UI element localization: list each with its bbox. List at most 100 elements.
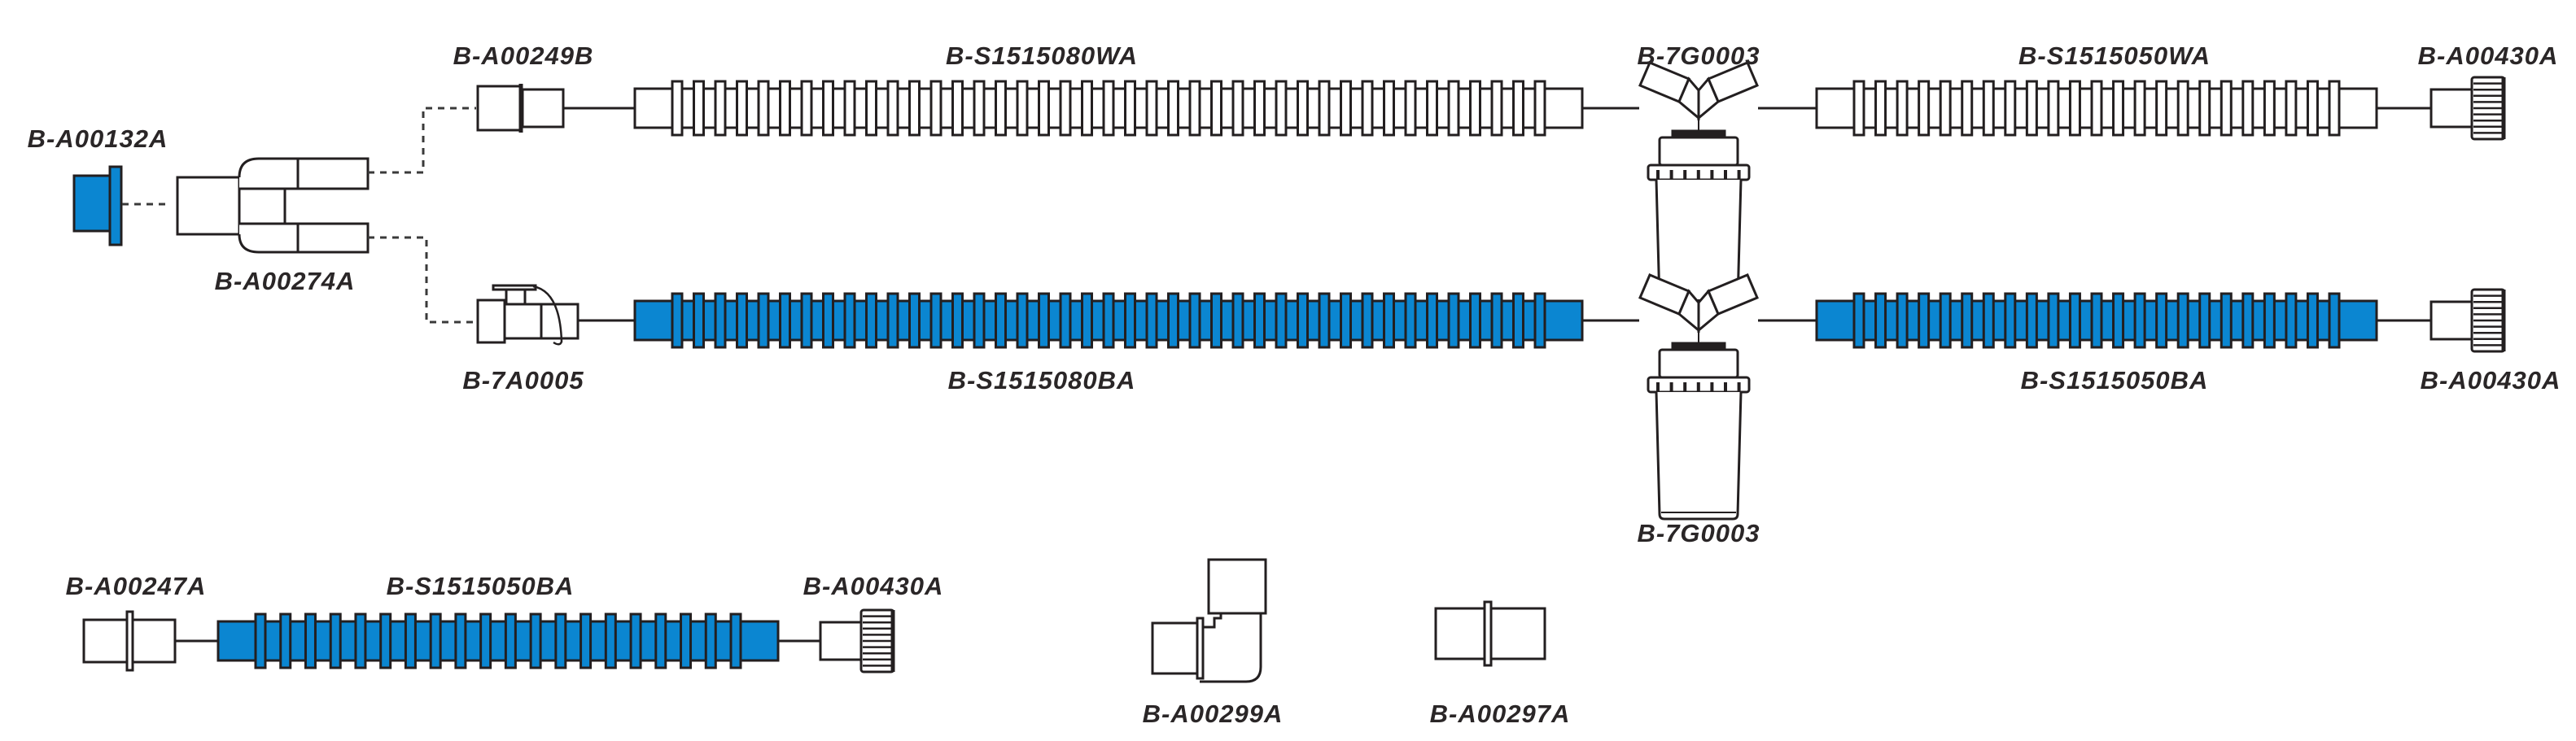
tube-rib [779,80,791,137]
tube-rib [1426,80,1438,137]
tube-rib [973,80,986,137]
tube-rib [1231,80,1244,137]
tube-rib [1081,80,1093,137]
tube-rib [529,612,542,669]
tube-rib [1982,80,1995,137]
label-loose-tube: B-S1515050BA [386,572,575,600]
tube-rib [1188,292,1201,349]
tube-rib [822,292,834,349]
tube-rib [1512,80,1524,137]
tube-rib [2112,80,2125,137]
tube-rib [1490,80,1503,137]
tube-rib [454,612,467,669]
tube-rib [1275,292,1288,349]
bottom-end-connector [2429,288,2506,353]
catheter-mount-cap [72,165,123,246]
tube-rib [2220,292,2233,349]
tube-rib [693,80,705,137]
tube-rib [1038,80,1050,137]
tube-rib [1340,292,1352,349]
tube-rib [1383,80,1395,137]
tube-body [216,620,780,662]
tube-rib [1210,80,1222,137]
label-bottom-short-tube: B-S1515050BA [2020,366,2209,394]
tube-rib [1361,292,1374,349]
label-top-short-tube: B-S1515050WA [2018,41,2211,70]
tube-rib [1469,80,1481,137]
tube-rib [995,292,1007,349]
tube-rib [379,612,392,669]
tube-rib [693,292,705,349]
label-y-piece: B-A00274A [214,267,356,295]
tube-rib [680,612,693,669]
tube-rib [1016,80,1029,137]
cap-flange [108,165,123,246]
label-bottom-long-tube: B-S1515080BA [947,366,1136,394]
tube-rib [604,612,617,669]
tube-rib [629,612,642,669]
elbow-connector [1151,558,1267,683]
tube-rib [1404,292,1417,349]
tube-rib [579,612,593,669]
tube-rib [1102,292,1115,349]
tube-rib [2068,80,2081,137]
adapter-small [521,88,565,129]
tube-rib [822,80,834,137]
tube-rib [1124,80,1136,137]
tube-rib [1961,292,1974,349]
tube-rib [1297,292,1309,349]
label-bottom-water-trap: B-7G0003 [1637,519,1760,547]
tube-rib [329,612,342,669]
tube-rib [886,292,899,349]
label-straight-connector: B-A00297A [1429,700,1571,728]
tube-rib [843,292,856,349]
bottom-long-tube [633,292,1584,349]
tube-rib [1231,292,1244,349]
connector-stem [819,621,863,661]
tube-rib [1874,292,1887,349]
tube-rib [1939,80,1952,137]
tube-rib [671,292,684,349]
trap-neck [1671,342,1726,351]
tube-rib [1124,292,1136,349]
adapter-right [129,618,177,664]
tube-rib [429,612,442,669]
dotted-link-bottom [368,236,476,324]
loose-adapter [82,610,177,672]
tube-rib [1275,80,1288,137]
tube-rib [1188,80,1201,137]
tube-rib [800,292,813,349]
tube-rib [1102,80,1115,137]
tube-rib [2047,80,2060,137]
tube-rib [1145,292,1158,349]
tube-rib [2241,80,2255,137]
tube-rib [2176,292,2189,349]
elbow-body [1200,612,1262,683]
label-top-long-tube: B-S1515080WA [945,41,1139,70]
tube-rib [951,292,964,349]
trap-jar [1655,391,1743,521]
tube-rib [1447,80,1460,137]
tube-rib [1059,292,1072,349]
connector-stem [2429,300,2473,341]
tube-rib [354,612,367,669]
tube-rib [2112,292,2125,349]
tube-rib [704,612,717,669]
y-piece [176,157,370,254]
tube-rib [2285,80,2298,137]
tube-rib [279,612,292,669]
tube-rib [1297,80,1309,137]
cap-body [72,174,112,233]
tube-rib [1210,292,1222,349]
label-loose-adapter: B-A00247A [65,572,207,600]
tube-rib [654,612,667,669]
valve-adapter [476,284,579,346]
tube-rib [2047,292,2060,349]
tube-rib [2263,80,2276,137]
tube-rib [2220,80,2233,137]
tube-rib [973,292,986,349]
top-short-tube [1815,80,2378,137]
tube-rib [2176,80,2189,137]
tube-rib [504,612,517,669]
